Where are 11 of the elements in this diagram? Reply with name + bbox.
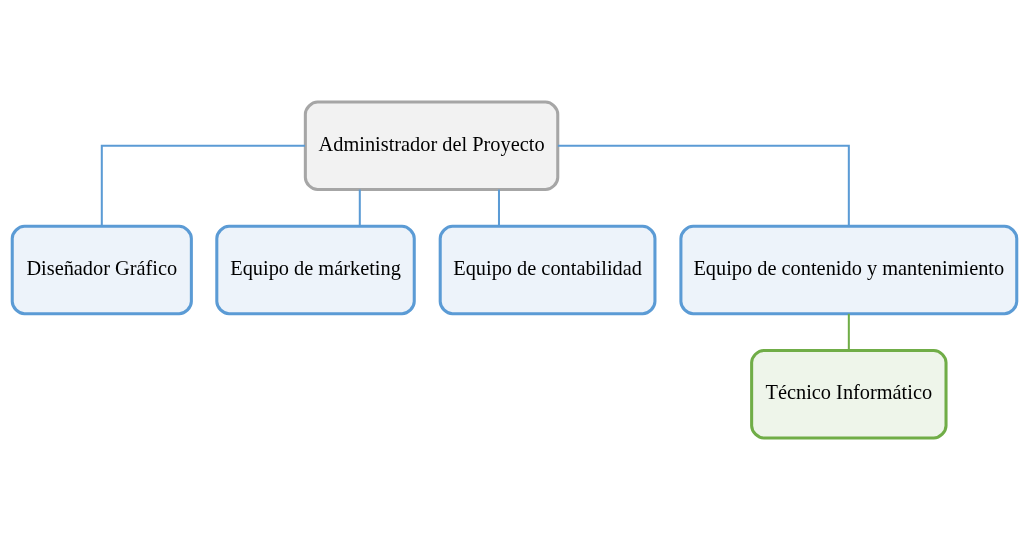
connector (497, 189, 500, 227)
node-box: Equipo de márketing (215, 224, 416, 316)
node-box: Administrador del Proyecto (303, 100, 560, 192)
connector (847, 313, 850, 351)
connector (557, 144, 850, 227)
node-box: Equipo de contabilidad (438, 224, 657, 316)
node-box: Técnico Informático (750, 348, 948, 440)
connector (358, 189, 361, 227)
node-box: Diseñador Gráfico (10, 224, 193, 316)
node-box: Equipo de contenido y mantenimiento (679, 224, 1019, 316)
connector (100, 144, 305, 227)
